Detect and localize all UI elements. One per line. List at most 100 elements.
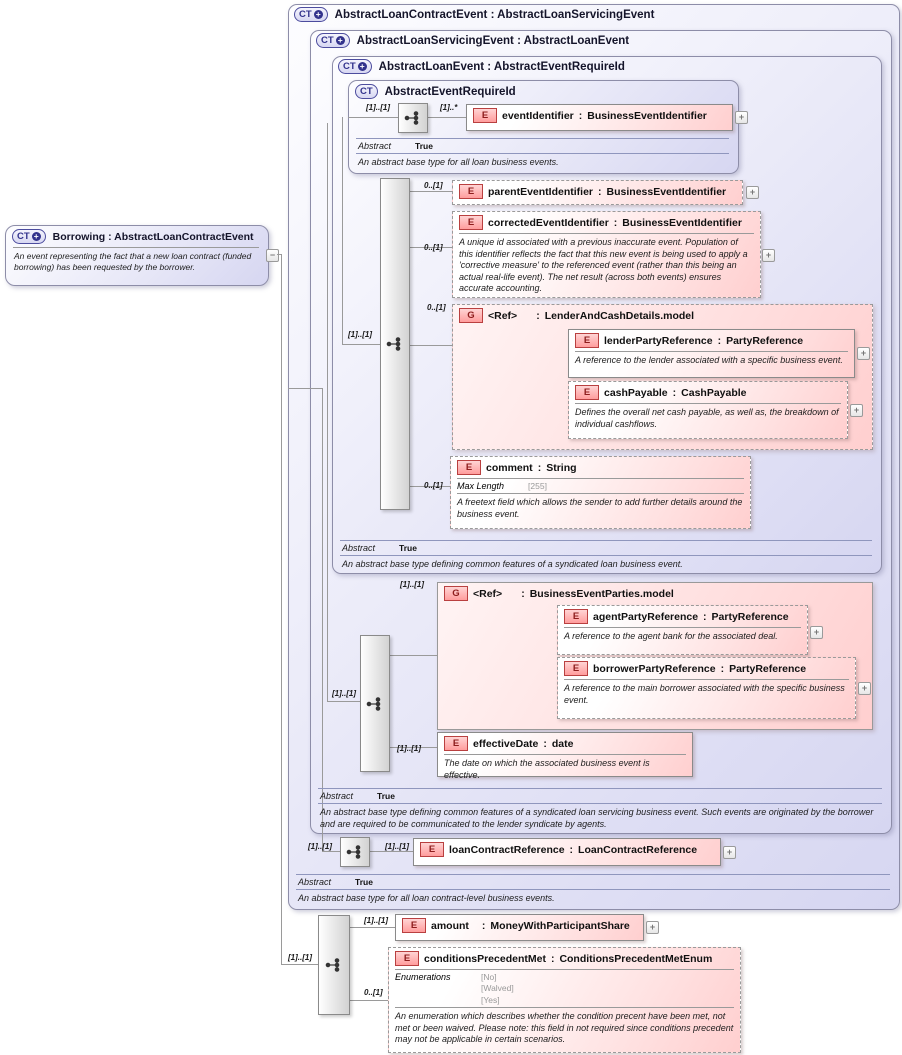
cardinality-label: 0..[1]: [427, 303, 446, 312]
sequence-bar: [380, 178, 410, 510]
enumeration-value: [Yes]: [481, 994, 500, 1005]
element-icon: E: [564, 609, 588, 624]
type-description: An abstract base type defining common fe…: [342, 559, 683, 569]
header-abstract-loan-contract-event: CT+ AbstractLoanContractEvent : Abstract…: [294, 7, 654, 22]
divider: [13, 247, 259, 248]
complex-type-icon: CT+: [12, 229, 46, 244]
element-icon: E: [444, 736, 468, 751]
type-description: An abstract base type for all loan contr…: [298, 893, 555, 903]
connector-line: [408, 191, 452, 192]
connector-line: [368, 851, 413, 852]
type-title: AbstractLoanEvent : AbstractEventRequire…: [378, 60, 625, 73]
sequence-bar: [360, 635, 390, 772]
element-icon: E: [459, 215, 483, 230]
cardinality-label: 0..[1]: [424, 481, 443, 490]
cardinality-label: [1]..[1]: [400, 580, 424, 589]
cardinality-label: 0..[1]: [364, 988, 383, 997]
element-icon: E: [420, 842, 444, 857]
cardinality-label: [1]..[1]: [288, 953, 312, 962]
divider: [457, 478, 744, 479]
sequence-icon: [340, 837, 370, 867]
expand-icon[interactable]: +: [850, 404, 863, 417]
expand-icon[interactable]: +: [735, 111, 748, 124]
connector-line: [277, 254, 281, 255]
cardinality-label: [1]..[1]: [308, 842, 332, 851]
cardinality-label: [1]..[1]: [364, 916, 388, 925]
connector-line: [426, 117, 466, 118]
expand-icon[interactable]: +: [857, 347, 870, 360]
element-icon: E: [395, 951, 419, 966]
expand-icon[interactable]: +: [858, 682, 871, 695]
connector-line: [348, 1000, 388, 1001]
enumeration-value: [No]: [481, 972, 497, 982]
expand-icon[interactable]: +: [762, 249, 775, 262]
type-title: AbstractLoanContractEvent : AbstractLoan…: [334, 8, 655, 21]
divider: [564, 679, 849, 680]
divider: [575, 351, 848, 352]
divider: [564, 627, 801, 628]
type-box-borrowing[interactable]: [5, 225, 269, 286]
connector-line: [408, 247, 452, 248]
divider: [459, 233, 754, 234]
collapse-icon[interactable]: −: [266, 249, 279, 262]
cardinality-label: [1]..[1]: [385, 842, 409, 851]
sequence-bar: [318, 915, 350, 1015]
divider: [395, 1007, 734, 1009]
element-icon: E: [564, 661, 588, 676]
element-description: A reference to the main borrower associa…: [564, 683, 845, 705]
plus-icon: +: [357, 62, 367, 71]
type-description: An abstract base type for all loan busin…: [358, 157, 559, 167]
header-abstract-loan-event: CT+ AbstractLoanEvent : AbstractEventReq…: [338, 59, 625, 74]
group-icon: G: [444, 586, 468, 601]
sequence-icon: [398, 103, 428, 133]
complex-type-icon: CT: [355, 84, 378, 99]
element-icon: E: [457, 460, 481, 475]
enumeration-value: [Walved]: [481, 983, 514, 994]
max-length-row: Max Length[255]: [457, 481, 547, 491]
complex-type-icon: CT+: [316, 33, 350, 48]
plus-icon: +: [31, 232, 41, 241]
expand-icon[interactable]: +: [746, 186, 759, 199]
connector-line: [388, 655, 437, 656]
element-description: A reference to the agent bank for the as…: [564, 631, 778, 641]
group-icon: G: [459, 308, 483, 323]
element-description: An enumeration which describes whether t…: [395, 1011, 734, 1045]
divider: [395, 969, 734, 970]
cardinality-label: [1]..[1]: [366, 103, 390, 112]
element-icon: E: [402, 918, 426, 933]
element-description: A reference to the lender associated wit…: [575, 355, 843, 365]
connector-line: [408, 345, 452, 346]
connector-line: [327, 701, 360, 702]
connector-line: [281, 964, 318, 965]
plus-icon: +: [335, 36, 345, 45]
expand-icon[interactable]: +: [810, 626, 823, 639]
header-abstract-loan-servicing-event: CT+ AbstractLoanServicingEvent : Abstrac…: [316, 33, 629, 48]
element-icon: E: [575, 333, 599, 348]
expand-icon[interactable]: +: [723, 846, 736, 859]
element-icon: E: [575, 385, 599, 400]
element-description: Defines the overall net cash payable, as…: [575, 407, 839, 429]
element-icon: E: [473, 108, 497, 123]
type-title: AbstractEventRequireId: [384, 85, 516, 98]
type-description: An event representing the fact that a ne…: [14, 251, 252, 273]
connector-line: [342, 117, 343, 344]
expand-icon[interactable]: +: [646, 921, 659, 934]
enumerations-row: Enumerations [No] [Walved] [Yes]: [395, 972, 514, 1005]
cardinality-label: [1]..[1]: [348, 330, 372, 339]
